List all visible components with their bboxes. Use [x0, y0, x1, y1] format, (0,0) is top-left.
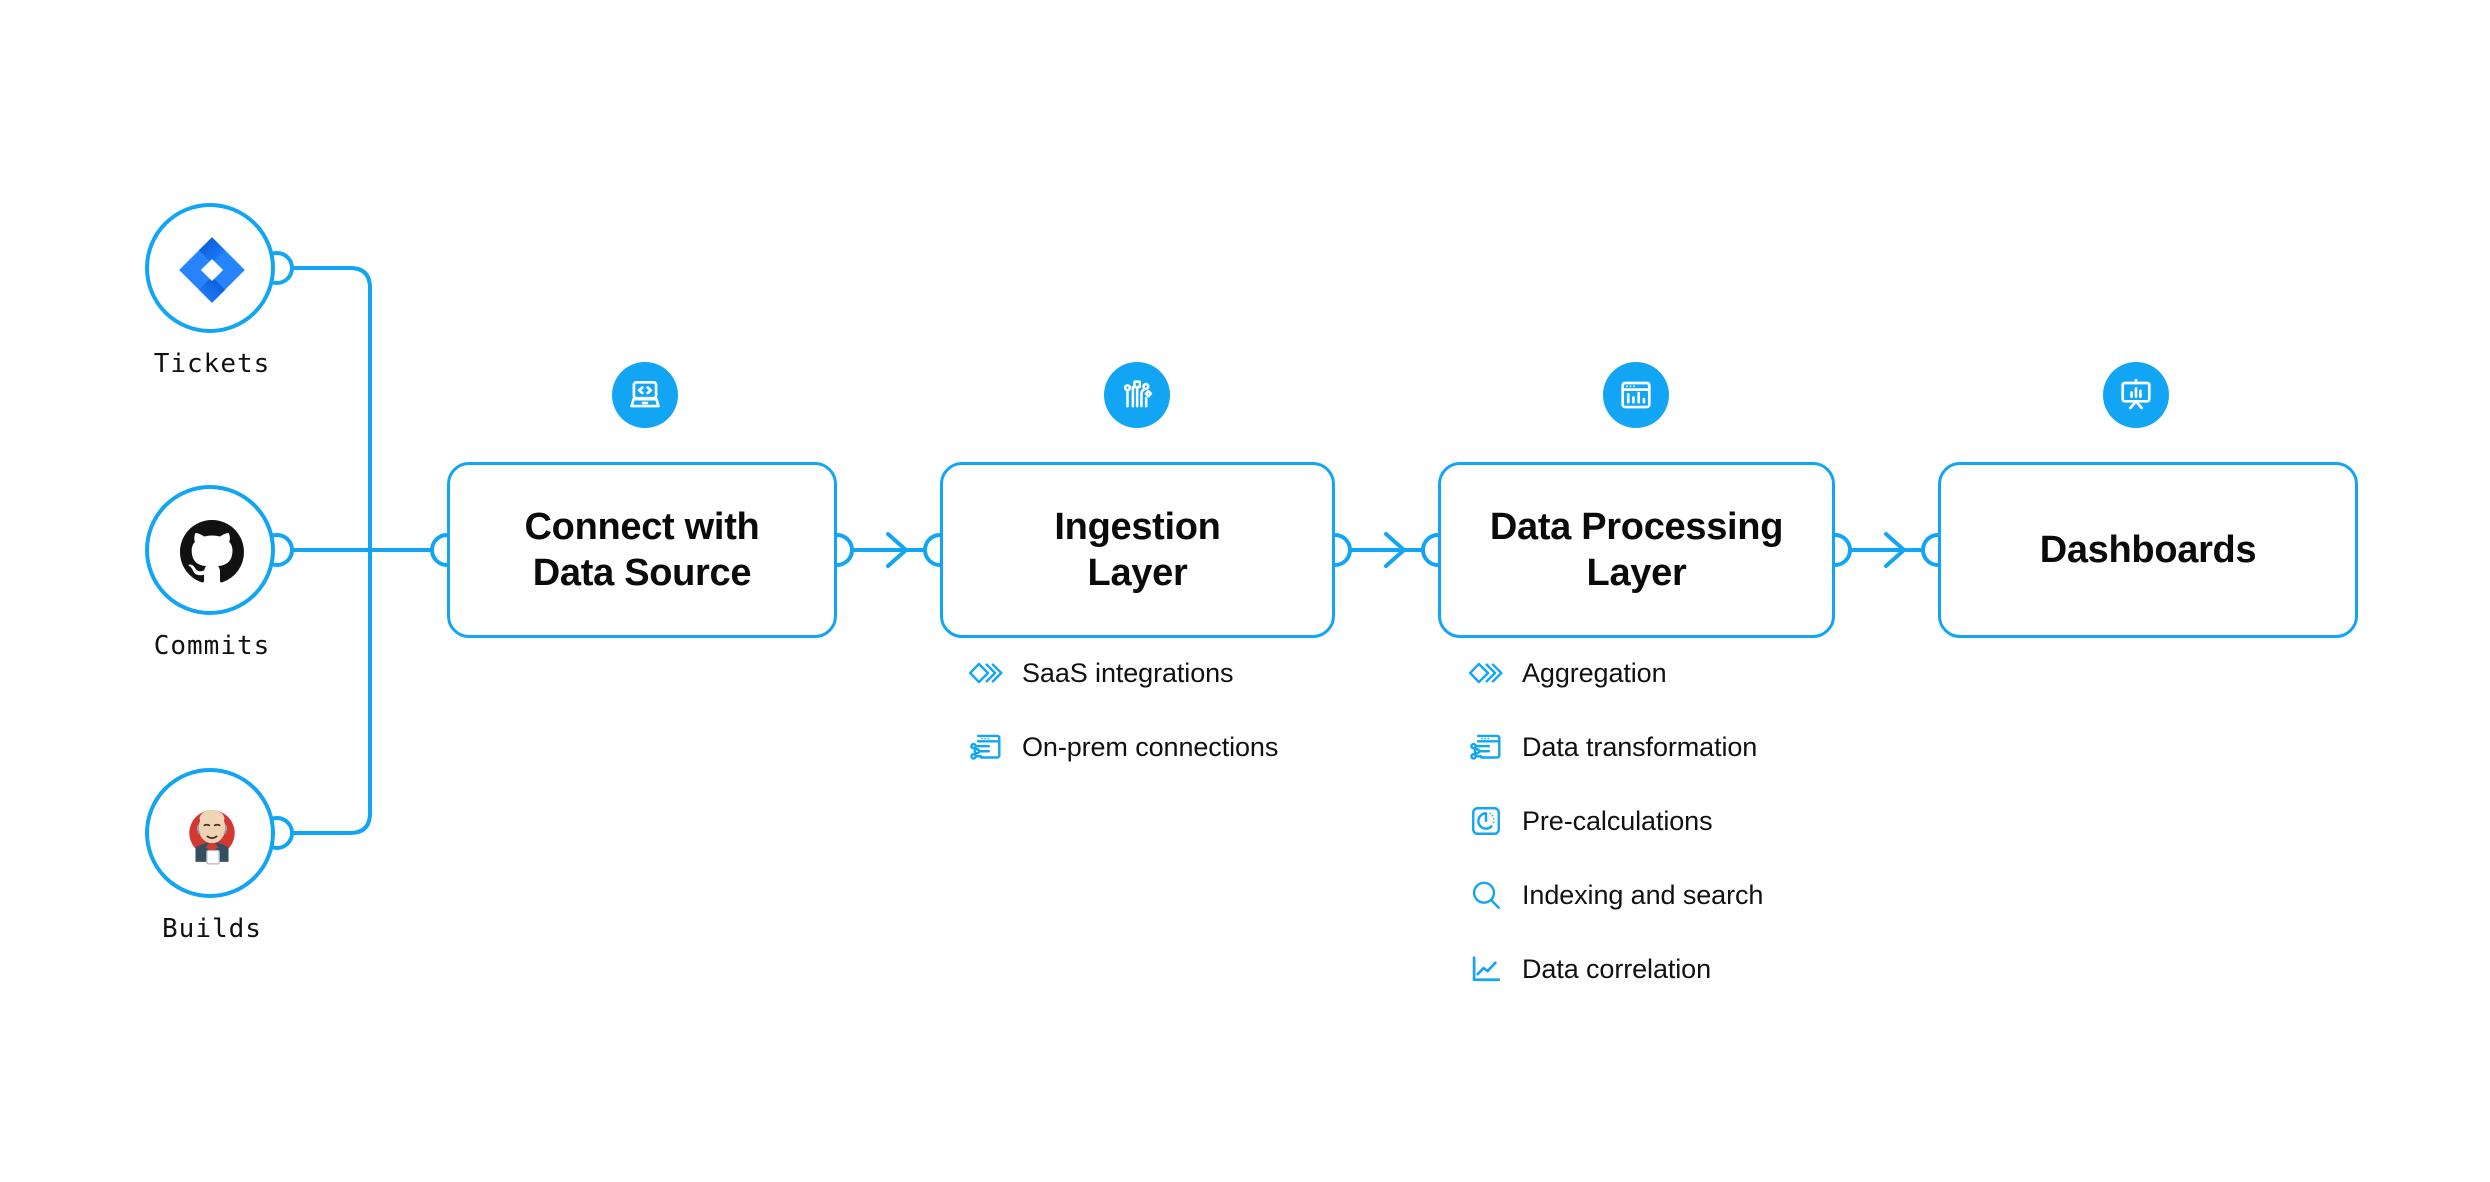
list-item-label: Data correlation	[1522, 953, 1711, 984]
stage-title-line1: Dashboards	[2039, 528, 2257, 571]
laptop-code-icon	[612, 362, 678, 428]
stage-title: Dashboards	[2022, 527, 2275, 573]
stage-title-line2: Data Source	[532, 552, 752, 594]
source-ring	[145, 203, 275, 333]
arrow-stage1-stage2	[886, 532, 908, 568]
list-item-label: Data transformation	[1522, 731, 1758, 762]
source-node-commits[interactable]: Commits	[145, 485, 279, 661]
list-item: Indexing and search	[1468, 872, 1763, 918]
stage-title-line2: Layer	[1087, 552, 1188, 594]
stage-title-line1: Connect with	[524, 505, 760, 548]
stacked-diamonds-icon	[968, 655, 1004, 691]
stacked-diamonds-icon	[1468, 655, 1504, 691]
arrow-stage2-stage3	[1384, 532, 1406, 568]
list-item: Data correlation	[1468, 946, 1763, 992]
list-item-label: Pre-calculations	[1522, 805, 1713, 836]
source-label-commits: Commits	[153, 631, 271, 661]
gauge-square-icon	[1468, 803, 1504, 839]
source-ring	[145, 768, 275, 898]
arrow-stage3-stage4	[1884, 532, 1906, 568]
stage-title: Data Processing Layer	[1472, 504, 1801, 597]
list-item-label: SaaS integrations	[1022, 657, 1234, 688]
wire-tickets	[288, 266, 372, 532]
source-node-builds[interactable]: Builds	[145, 768, 279, 944]
stage-title: Ingestion Layer	[1036, 504, 1238, 597]
magnifier-icon	[1468, 877, 1504, 913]
stage-box-ingestion-layer[interactable]: Ingestion Layer	[940, 462, 1335, 638]
presentation-chart-icon	[2103, 362, 2169, 428]
wire-builds	[288, 558, 372, 835]
list-item: Pre-calculations	[1468, 798, 1763, 844]
github-logo	[145, 485, 279, 619]
stage-title-line1: Ingestion	[1054, 505, 1221, 548]
line-chart-icon	[1468, 951, 1504, 987]
server-window-icon	[1468, 729, 1504, 765]
list-item: Data transformation	[1468, 724, 1763, 770]
stage-box-data-processing-layer[interactable]: Data Processing Layer	[1438, 462, 1835, 638]
jenkins-logo	[145, 768, 279, 902]
server-window-icon	[968, 729, 1004, 765]
circuit-nodes-icon	[1104, 362, 1170, 428]
list-item: SaaS integrations	[968, 650, 1278, 696]
source-ring	[145, 485, 275, 615]
source-node-tickets[interactable]: Tickets	[145, 203, 279, 379]
source-label-builds: Builds	[162, 914, 262, 944]
list-item-label: Aggregation	[1522, 657, 1667, 688]
list-item-label: Indexing and search	[1522, 879, 1764, 910]
feature-list-data-processing-layer: Aggregation Data transformation	[1468, 650, 1763, 1020]
stage-title-line2: Layer	[1586, 552, 1687, 594]
stage-title-line1: Data Processing	[1489, 505, 1784, 548]
jira-logo	[145, 203, 279, 337]
feature-list-ingestion-layer: SaaS integrations On-prem connections	[968, 650, 1278, 798]
list-item: On-prem connections	[968, 724, 1278, 770]
list-item-label: On-prem connections	[1022, 731, 1279, 762]
source-label-tickets: Tickets	[153, 349, 271, 379]
list-item: Aggregation	[1468, 650, 1763, 696]
stage-box-connect-with-data-source[interactable]: Connect with Data Source	[447, 462, 837, 638]
window-bar-chart-icon	[1603, 362, 1669, 428]
stage-title: Connect with Data Source	[507, 504, 778, 597]
stage-box-dashboards[interactable]: Dashboards	[1938, 462, 2358, 638]
